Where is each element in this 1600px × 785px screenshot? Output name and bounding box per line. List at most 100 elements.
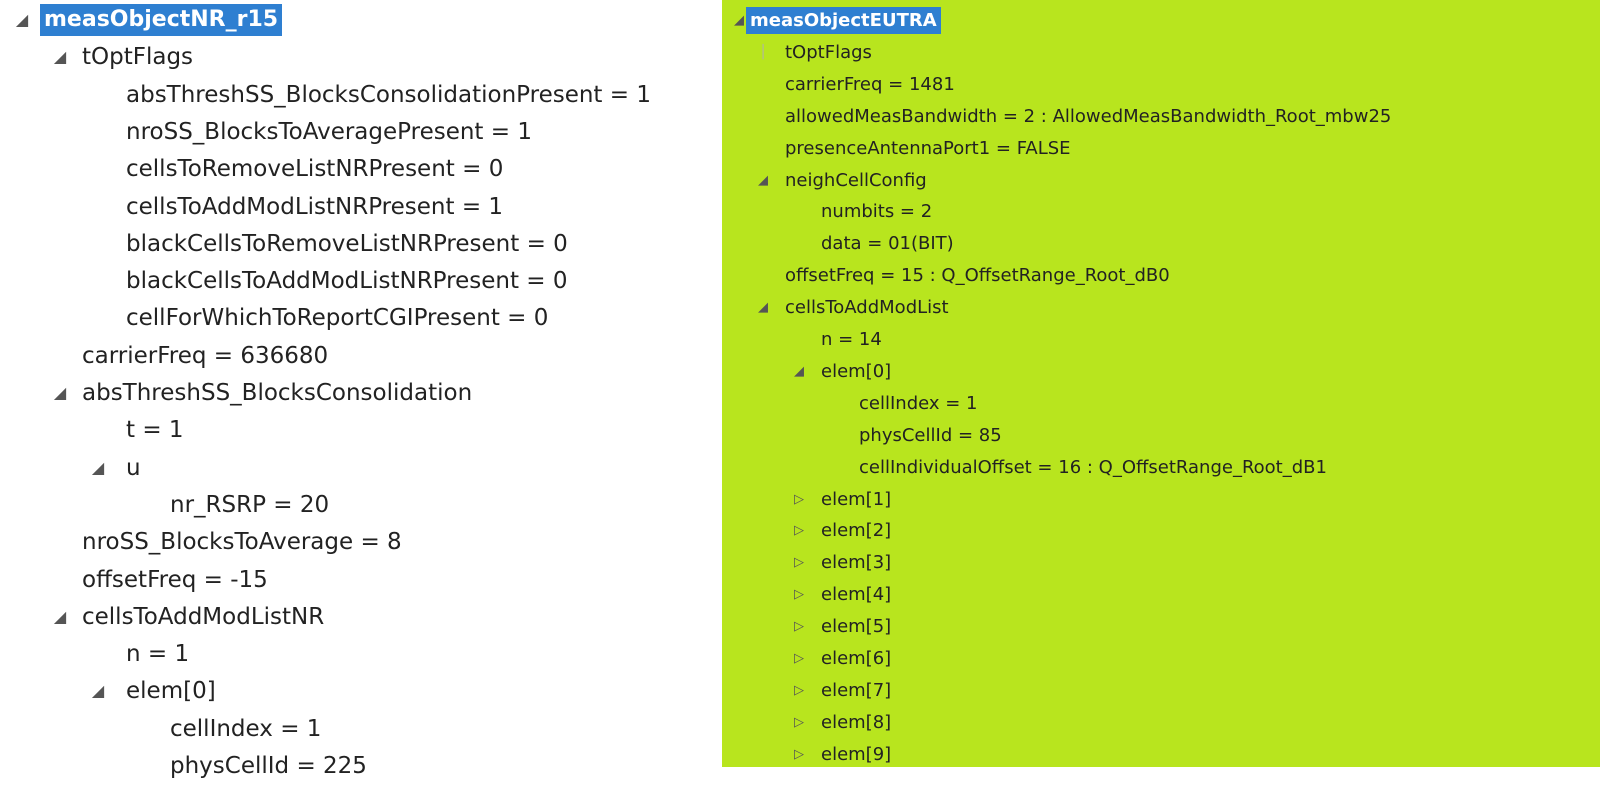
collapsed-triangle-icon[interactable]: ▷ [794,714,804,730]
tree-node-n-1[interactable]: n = 1 [0,635,722,673]
tree-node-n-14[interactable]: n = 14 [722,324,1600,355]
collapsed-triangle-icon[interactable]: ▷ [794,619,804,635]
tree-node-cellforwhichtoreportcgipresent-0[interactable]: cellForWhichToReportCGIPresent = 0 [0,299,722,337]
tree-node-elem-1[interactable]: ▷ elem[1] [722,484,1600,515]
tree-node-measobjectnr-r15[interactable]: ◢ measObjectNR_r15 [0,1,722,39]
tree-node-elem-0[interactable]: ◢ elem[0] [0,672,722,710]
leaf-line-icon: │ [759,44,767,60]
tree-node-nross-blockstoaverage-8[interactable]: nroSS_BlocksToAverage = 8 [0,523,722,561]
tree-node-label: elem[6] [821,648,892,669]
tree-node-label: nr_RSRP = 20 [170,491,330,518]
tree-node-label: offsetFreq = -15 [82,566,268,593]
tree-node-label: absThreshSS_BlocksConsolidationPresent =… [126,81,651,108]
tree-node-nross-blockstoaveragepresent-1[interactable]: nroSS_BlocksToAveragePresent = 1 [0,113,722,151]
expanded-triangle-icon[interactable]: ◢ [794,363,804,379]
tree-node-cellindividualoffset-16-q-offsetrange-root-db1[interactable]: cellIndividualOffset = 16 : Q_OffsetRang… [722,452,1600,483]
collapsed-triangle-icon[interactable]: ▷ [794,746,804,762]
tree-node-absthreshss-blocksconsolidationpresent-1[interactable]: absThreshSS_BlocksConsolidationPresent =… [0,76,722,114]
tree-node-label: tOptFlags [82,44,194,71]
tree-node-presenceantennaport1-false[interactable]: presenceAntennaPort1 = FALSE [722,133,1600,164]
tree-node-allowedmeasbandwidth-2-allowedmeasbandwidth-root-mbw25[interactable]: allowedMeasBandwidth = 2 : AllowedMeasBa… [722,101,1600,132]
tree-node-elem-8[interactable]: ▷elem[8] [722,707,1600,738]
collapsed-triangle-icon[interactable]: ▷ [794,523,804,539]
tree-node-label: measObjectEUTRA [746,7,941,34]
tree-node-blackcellstoremovelistnrpresent-0[interactable]: blackCellsToRemoveListNRPresent = 0 [0,225,722,263]
tree-node-carrierfreq-1481[interactable]: carrierFreq = 1481 [722,69,1600,100]
tree-node-label: elem[3] [821,552,892,574]
tree-node-elem-6[interactable]: ▷ elem[6] [722,643,1600,674]
tree-node-u[interactable]: ◢u [0,449,722,487]
tree-node-toptflags[interactable]: │ tOptFlags [722,37,1600,68]
tree-node-label: elem[4] [821,584,892,606]
tree-node-label: elem[9] [821,743,892,765]
tree-node-elem-5[interactable]: ▷ elem[5] [722,611,1600,642]
tree-node-label: tOptFlags [785,41,872,63]
tree-node-label: nroSS_BlocksToAverage = 8 [82,529,402,556]
expanded-triangle-icon[interactable]: ◢ [53,47,67,67]
tree-node-label: n = 1 [126,641,190,668]
tree-node-label: carrierFreq = 636680 [82,342,329,369]
tree-node-elem-4[interactable]: ▷ elem[4] [722,579,1600,610]
tree-node-label: elem[2] [821,520,892,542]
tree-node-elem-0[interactable]: ◢ elem[0] [722,356,1600,387]
tree-node-offsetfreq-15[interactable]: offsetFreq = -15 [0,561,722,599]
tree-node-absthreshss-blocksconsolidation[interactable]: ◢ absThreshSS_BlocksConsolidation [0,374,722,412]
tree-node-cellstoremovelistnrpresent-0[interactable]: cellsToRemoveListNRPresent = 0 [0,150,722,188]
tree-node-toptflags[interactable]: ◢ tOptFlags [0,38,722,76]
expanded-triangle-icon[interactable]: ◢ [15,10,29,29]
tree-node-label: elem[0] [821,360,892,382]
tree-node-elem-7[interactable]: ▷ elem[7] [722,675,1600,706]
tree-node-label: measObjectNR_r15 [40,4,283,36]
tree-node-label: n = 14 [821,329,882,350]
tree-node-numbits-2[interactable]: numbits = 2 [722,196,1600,227]
tree-node-elem-3[interactable]: ▷ elem[3] [722,547,1600,578]
tree-node-offsetfreq-15-q-offsetrange-root-db0[interactable]: offsetFreq = 15 : Q_OffsetRange_Root_dB0 [722,260,1600,291]
collapsed-triangle-icon[interactable]: ▷ [794,587,804,603]
tree-node-t-1[interactable]: t = 1 [0,411,722,449]
expanded-triangle-icon[interactable]: ◢ [91,457,105,477]
collapsed-triangle-icon[interactable]: ▷ [794,555,804,571]
tree-node-label: physCellId = 85 [859,424,1002,446]
collapsed-triangle-icon[interactable]: ▷ [794,651,804,666]
tree-node-label: cellIndex = 1 [170,715,322,742]
tree-node-carrierfreq-636680[interactable]: carrierFreq = 636680 [0,337,722,375]
tree-node-label: data = 01(BIT) [821,233,954,255]
tree-node-label: cellsToAddModListNR [82,603,325,630]
tree-node-label: numbits = 2 [821,201,933,223]
tree-node-cellstoaddmodlist[interactable]: ◢cellsToAddModList [722,292,1600,323]
tree-node-cellindex-1[interactable]: cellIndex = 1 [0,710,722,748]
tree-node-elem-2[interactable]: ▷ elem[2] [722,515,1600,546]
tree-node-label: carrierFreq = 1481 [785,73,955,95]
tree-node-label: cellIndividualOffset = 16 : Q_OffsetRang… [859,456,1327,478]
tree-node-label: absThreshSS_BlocksConsolidation [82,380,473,406]
expanded-triangle-icon[interactable]: ◢ [53,606,67,626]
tree-node-data-01-bit[interactable]: data = 01(BIT) [722,228,1600,259]
tree-node-measobjecteutra[interactable]: ◢measObjectEUTRA [722,5,1600,36]
tree-node-label: elem[5] [821,616,892,638]
tree-node-cellindex-1[interactable]: cellIndex = 1 [722,388,1600,419]
tree-node-label: elem[1] [821,488,892,510]
tree-node-label: cellForWhichToReportCGIPresent = 0 [126,305,549,332]
tree-node-elem-9[interactable]: ▷ elem[9] [722,739,1600,767]
expanded-triangle-icon[interactable]: ◢ [758,300,768,316]
tree-node-cellstoaddmodlistnrpresent-1[interactable]: cellsToAddModListNRPresent = 1 [0,188,722,226]
tree-node-nr-rsrp-20[interactable]: nr_RSRP = 20 [0,486,722,524]
collapsed-triangle-icon[interactable]: ▷ [794,491,804,507]
tree-node-label: t = 1 [126,417,184,444]
tree-node-label: cellIndex = 1 [859,392,978,414]
tree-node-cellstoaddmodlistnr[interactable]: ◢ cellsToAddModListNR [0,598,722,636]
tree-node-neighcellconfig[interactable]: ◢neighCellConfig [722,165,1600,196]
expanded-triangle-icon[interactable]: ◢ [758,172,768,188]
tree-node-label: elem[0] [126,678,216,705]
tree-node-physcellid-85[interactable]: physCellId = 85 [722,420,1600,451]
expanded-triangle-icon[interactable]: ◢ [734,13,744,28]
tree-node-label: blackCellsToAddModListNRPresent = 0 [126,268,568,295]
tree-node-label: presenceAntennaPort1 = FALSE [785,137,1071,159]
collapsed-triangle-icon[interactable]: ▷ [794,682,804,698]
tree-node-label: elem[7] [821,679,892,701]
expanded-triangle-icon[interactable]: ◢ [91,681,105,701]
tree-node-blackcellstoaddmodlistnrpresent-0[interactable]: blackCellsToAddModListNRPresent = 0 [0,262,722,300]
tree-node-physcellid-225[interactable]: physCellId = 225 [0,747,722,785]
expanded-triangle-icon[interactable]: ◢ [53,383,67,402]
